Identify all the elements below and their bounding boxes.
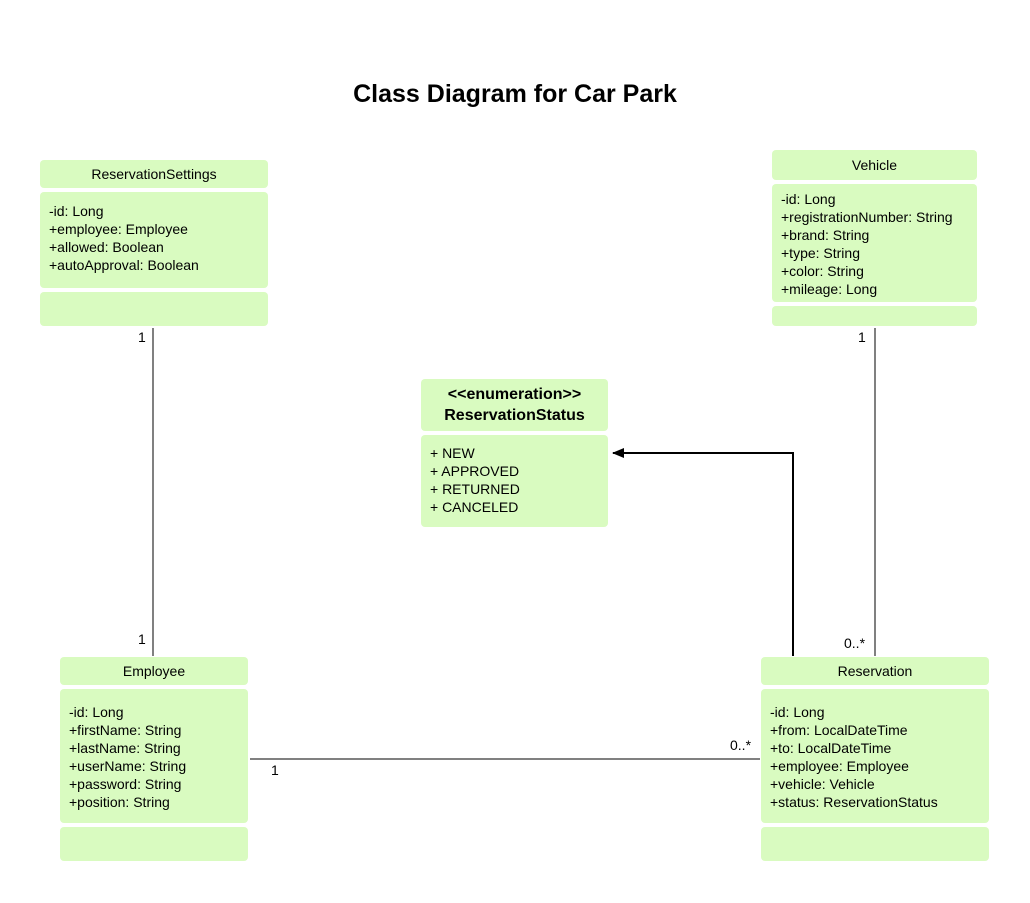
operations-section [772, 306, 977, 326]
multiplicity-settings-bottom: 1 [138, 631, 146, 647]
attribute: +status: ReservationStatus [770, 794, 938, 810]
class-name: Vehicle [772, 150, 977, 180]
attribute: +employee: Employee [770, 758, 909, 774]
attributes-section: -id: Long +firstName: String +lastName: … [60, 689, 248, 823]
attribute: -id: Long [770, 704, 825, 720]
attribute: +employee: Employee [49, 221, 188, 237]
attribute: +to: LocalDateTime [770, 740, 892, 756]
operations-section [60, 827, 248, 861]
multiplicity-employee-left: 1 [271, 762, 279, 778]
attribute: +from: LocalDateTime [770, 722, 908, 738]
class-name: ReservationSettings [40, 160, 268, 188]
multiplicity-vehicle-top: 1 [858, 329, 866, 345]
enum-values-section: + NEW + APPROVED + RETURNED + CANCELED [421, 435, 608, 527]
attributes-section: -id: Long +registrationNumber: String +b… [772, 184, 977, 302]
attribute: +lastName: String [69, 740, 181, 756]
attribute: +autoApproval: Boolean [49, 257, 199, 273]
attribute: +firstName: String [69, 722, 182, 738]
attribute: +registrationNumber: String [781, 209, 953, 225]
attribute: -id: Long [69, 704, 124, 720]
class-name: Reservation [761, 657, 989, 685]
multiplicity-settings-top: 1 [138, 329, 146, 345]
operations-section [40, 292, 268, 326]
class-employee[interactable]: Employee -id: Long +firstName: String +l… [60, 657, 248, 861]
attributes-section: -id: Long +employee: Employee +allowed: … [40, 192, 268, 288]
multiplicity-vehicle-bottom: 0..* [844, 635, 866, 651]
attribute: +allowed: Boolean [49, 239, 164, 255]
attribute: +type: String [781, 245, 860, 261]
enum-value: + RETURNED [430, 481, 520, 497]
multiplicity-reservation-right: 0..* [730, 737, 752, 753]
attribute: +userName: String [69, 758, 187, 774]
attribute: +brand: String [781, 227, 870, 243]
dependency-reservation-status [612, 448, 794, 656]
enum-reservation-status[interactable]: <<enumeration>> ReservationStatus + NEW … [421, 379, 608, 527]
enum-name: ReservationStatus [444, 407, 585, 424]
attribute: -id: Long [781, 191, 836, 207]
enum-value: + NEW [430, 445, 475, 461]
diagram-title: Class Diagram for Car Park [353, 80, 677, 108]
attribute: -id: Long [49, 203, 104, 219]
class-reservation[interactable]: Reservation -id: Long +from: LocalDateTi… [761, 657, 989, 861]
attribute: +position: String [69, 794, 170, 810]
operations-section [761, 827, 989, 861]
class-reservation-settings[interactable]: ReservationSettings -id: Long +employee:… [40, 160, 268, 326]
attributes-section: -id: Long +from: LocalDateTime +to: Loca… [761, 689, 989, 823]
class-name: Employee [60, 657, 248, 685]
enum-header: <<enumeration>> ReservationStatus [421, 379, 608, 431]
attribute: +color: String [781, 263, 864, 279]
attribute: +password: String [69, 776, 182, 792]
enum-stereotype: <<enumeration>> [447, 386, 582, 403]
enum-value: + APPROVED [430, 463, 520, 479]
attribute: +vehicle: Vehicle [770, 776, 875, 792]
class-vehicle[interactable]: Vehicle -id: Long +registrationNumber: S… [772, 150, 977, 326]
enum-value: + CANCELED [430, 499, 519, 515]
attribute: +mileage: Long [781, 281, 878, 297]
